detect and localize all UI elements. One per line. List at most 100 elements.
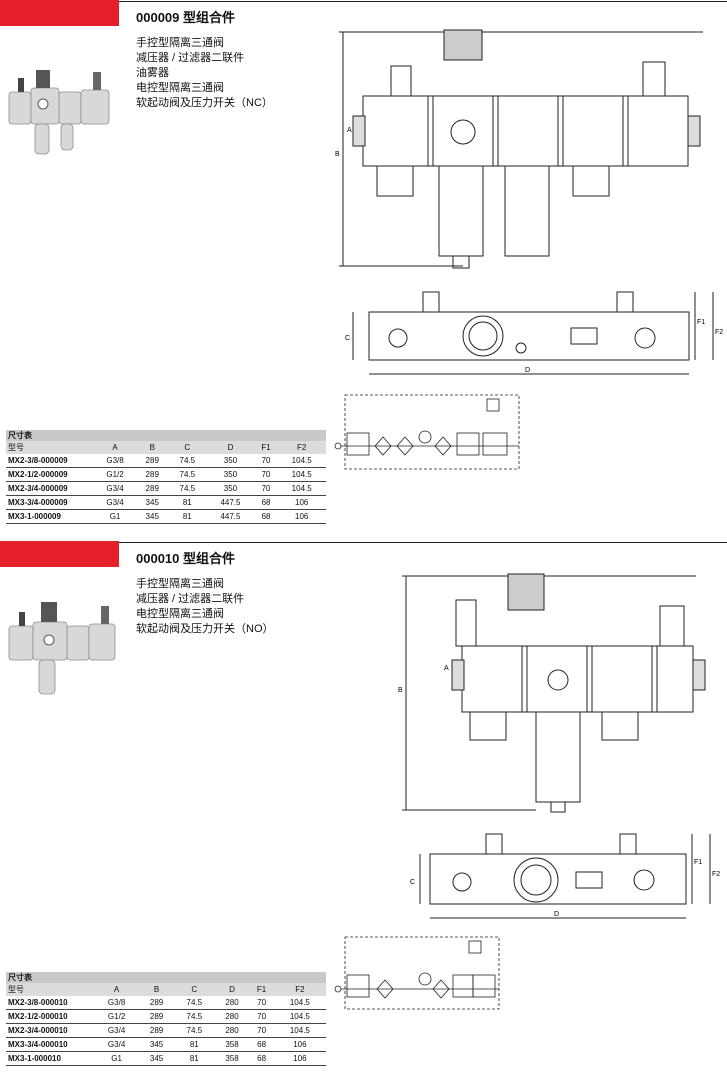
dim-label-b: B <box>335 151 340 158</box>
cell: 289 <box>139 996 174 1010</box>
top-view-drawing: C D F1 F2 <box>410 833 720 919</box>
cell: 74.5 <box>174 996 215 1010</box>
cell: MX3-3/4-000009 <box>6 495 94 510</box>
dim-label-f2: F2 <box>715 329 723 336</box>
cell: 345 <box>136 509 169 524</box>
dimension-table: 尺寸表 型号 A B C D F1 F2 MX2-3/8-000010 G3/8… <box>6 972 326 1066</box>
section-title: 000009 型组合件 <box>136 10 235 25</box>
cell: 289 <box>136 467 169 482</box>
column-header: 型号 <box>6 983 94 996</box>
dim-label-d: D <box>554 911 559 918</box>
component-item: 手控型隔离三通阀 <box>136 578 224 590</box>
section-rule <box>119 1 727 2</box>
section-accent-bar <box>0 541 119 567</box>
table-title: 尺寸表 <box>6 430 326 441</box>
pneumatic-schematic <box>334 394 520 470</box>
cell: 106 <box>277 509 326 524</box>
dimension-table: 尺寸表 型号 A B C D F1 F2 MX2-3/8-000009 G3/8… <box>6 430 326 524</box>
pneumatic-schematic <box>334 936 500 1010</box>
cell: MX3-1-000010 <box>6 1051 94 1066</box>
dim-label-d: D <box>525 367 530 374</box>
cell: 81 <box>174 1051 215 1066</box>
dim-label-b: B <box>398 687 403 694</box>
cell: 104.5 <box>277 481 326 496</box>
column-header: C <box>174 983 215 996</box>
cell: 280 <box>214 1023 250 1038</box>
cell: 81 <box>168 495 207 510</box>
table-row: MX2-3/8-000010 G3/8 289 74.5 280 70 104.… <box>6 996 326 1010</box>
component-item: 电控型隔离三通阀 <box>136 608 224 620</box>
table-row: MX2-3/8-000009 G3/8 289 74.5 350 70 104.… <box>6 454 326 468</box>
cell: 345 <box>136 495 169 510</box>
cell: MX2-3/4-000009 <box>6 481 94 496</box>
cell: 280 <box>214 1009 250 1024</box>
cell: 70 <box>254 467 278 482</box>
component-item: 手控型隔离三通阀 <box>136 37 224 49</box>
dim-label-f1: F1 <box>694 859 702 866</box>
cell: G3/4 <box>94 1037 140 1052</box>
cell: 70 <box>254 454 278 468</box>
column-header: D <box>214 983 250 996</box>
dim-label-c: C <box>410 879 415 886</box>
cell: 358 <box>214 1051 250 1066</box>
cell: 104.5 <box>273 996 326 1010</box>
cell: 350 <box>206 467 255 482</box>
cell: 106 <box>273 1051 326 1066</box>
cell: 350 <box>206 454 255 468</box>
column-header: 型号 <box>6 441 94 454</box>
table-title: 尺寸表 <box>6 972 326 983</box>
cell: G3/4 <box>94 1023 140 1038</box>
cell: 104.5 <box>273 1009 326 1024</box>
table-row: MX3-1-000009 G1 345 81 447.5 68 106 <box>6 509 326 524</box>
cell: 74.5 <box>174 1009 215 1024</box>
cell: 447.5 <box>206 495 255 510</box>
cell: 74.5 <box>168 467 207 482</box>
component-item: 减压器 / 过滤器二联件 <box>136 52 245 64</box>
cell: G1/2 <box>94 1009 140 1024</box>
component-list: 手控型隔离三通阀 减压器 / 过滤器二联件 电控型隔离三通阀 软起动阀及压力开关… <box>136 577 274 637</box>
cell: 81 <box>174 1037 215 1052</box>
cell: 70 <box>249 1009 274 1024</box>
cell: 345 <box>139 1037 174 1052</box>
table-row: MX2-3/4-000009 G3/4 289 74.5 350 70 104.… <box>6 481 326 496</box>
table-row: MX3-3/4-000009 G3/4 345 81 447.5 68 106 <box>6 495 326 510</box>
cell: 68 <box>254 509 278 524</box>
cell: 68 <box>249 1051 274 1066</box>
product-photo <box>8 602 116 695</box>
column-header: B <box>139 983 174 996</box>
cell: 447.5 <box>206 509 255 524</box>
cell: MX2-3/8-000009 <box>6 454 94 468</box>
cell: 70 <box>254 481 278 496</box>
dim-label-f2: F2 <box>712 871 720 878</box>
cell: 68 <box>249 1037 274 1052</box>
component-item: 油雾器 <box>136 67 169 79</box>
section-title: 000010 型组合件 <box>136 551 235 566</box>
column-header: F1 <box>254 441 278 454</box>
section-rule <box>119 542 727 543</box>
column-header: A <box>94 441 137 454</box>
cell: MX2-3/8-000010 <box>6 996 94 1010</box>
cell: 104.5 <box>277 454 326 468</box>
cell: 358 <box>214 1037 250 1052</box>
cell: 70 <box>249 996 274 1010</box>
table-row: MX2-1/2-000010 G1/2 289 74.5 280 70 104.… <box>6 1009 326 1024</box>
cell: 104.5 <box>277 467 326 482</box>
front-view-drawing: B A <box>398 573 706 813</box>
cell: 81 <box>168 509 207 524</box>
cell: G1/2 <box>94 467 137 482</box>
table-header-row: 型号 A B C D F1 F2 <box>6 441 326 454</box>
component-item: 软起动阀及压力开关（NO） <box>136 623 274 635</box>
cell: G3/4 <box>94 495 137 510</box>
column-header: A <box>94 983 140 996</box>
cell: 106 <box>273 1037 326 1052</box>
component-item: 软起动阀及压力开关（NC） <box>136 97 273 109</box>
cell: G3/8 <box>94 454 137 468</box>
cell: 104.5 <box>273 1023 326 1038</box>
table-header-row: 型号 A B C D F1 F2 <box>6 983 326 996</box>
component-list: 手控型隔离三通阀 减压器 / 过滤器二联件 油雾器 电控型隔离三通阀 软起动阀及… <box>136 36 273 111</box>
dim-label-f1: F1 <box>697 319 705 326</box>
column-header: D <box>206 441 255 454</box>
column-header: C <box>168 441 207 454</box>
cell: 289 <box>139 1009 174 1024</box>
component-item: 减压器 / 过滤器二联件 <box>136 593 245 605</box>
